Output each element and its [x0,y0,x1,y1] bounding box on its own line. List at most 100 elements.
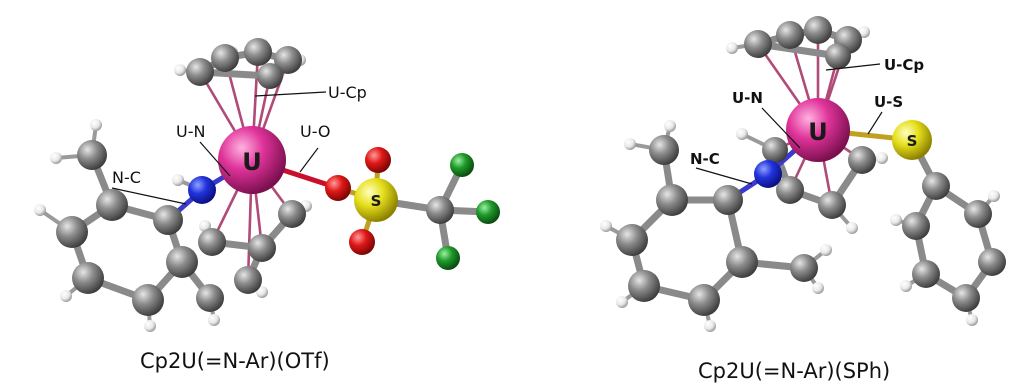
oxygen-atom [349,229,375,255]
hydrogen-atom [50,152,62,164]
hydrogen-atom [812,282,824,294]
carbon-atom [96,189,128,221]
carbon-atom [818,191,846,219]
carbon-atom [426,196,454,224]
aryl-ring [600,120,832,332]
fluorine-atom [450,153,474,177]
molecule-otf: U S U-Cp U-N U-O N-C Cp2U(=N-Ar)(OTf) [34,38,500,373]
carbon-atom [922,172,950,200]
carbon-atom [616,224,648,256]
carbon-atom [952,284,980,312]
bond-labels: U-Cp U-N U-O N-C [111,83,367,205]
carbon-atom [848,146,876,174]
uranium-symbol: U [242,148,262,176]
nitrogen-atom [188,176,216,204]
carbon-atom [713,185,743,215]
cp-top-ring [174,38,306,89]
carbon-atom [166,246,198,278]
carbon-atom [649,135,679,165]
carbon-atom [656,184,688,216]
uranium-atom [218,126,286,194]
fluorine-atom [476,200,500,224]
cp-bottom-ring [736,128,888,234]
carbon-atom [274,46,302,74]
oxygen-atom [365,147,391,173]
uranium-atom [786,98,850,162]
label-u-n: U-N [176,122,205,141]
label-u-n: U-N [732,89,763,107]
carbon-atom [244,38,272,66]
hydrogen-atom [988,190,1000,202]
carbon-atom [978,248,1006,276]
hydrogen-atom [846,222,858,234]
caption-sph: Cp2U(=N-Ar)(SPh) [698,359,890,383]
carbon-atom [912,260,940,288]
label-u-cp: U-Cp [328,83,367,102]
carbon-atom [790,254,818,282]
uranium-symbol: U [808,118,828,146]
carbon-atom [688,284,720,316]
label-n-c: N-C [690,150,720,168]
carbon-atom [234,266,262,294]
sulfur-atom [892,120,932,160]
hydrogen-atom [704,320,716,332]
sulfur-atom [354,178,398,222]
caption-otf: Cp2U(=N-Ar)(OTf) [140,349,330,373]
label-u-s: U-S [874,93,903,111]
hydrogen-atom [820,244,832,256]
phenylthio-group: S [890,120,1006,326]
carbon-atom [744,30,772,58]
hydrogen-atom [736,128,748,140]
carbon-atom [964,200,992,228]
sulfur-symbol: S [371,192,382,210]
aryl-ring [34,119,224,332]
hydrogen-atom [600,220,612,232]
label-u-o: U-O [300,122,331,141]
hydrogen-atom [616,296,628,308]
carbon-atom [726,246,758,278]
label-n-c: N-C [112,168,141,187]
sulfur-symbol: S [907,132,918,150]
carbon-atom [248,234,276,262]
hydrogen-atom [900,280,912,292]
carbon-atom [198,228,226,256]
fluorine-atom [436,246,460,270]
label-u-cp: U-Cp [884,56,924,74]
cp-top-ring [726,16,870,69]
carbon-atom [278,200,306,228]
bond-labels: U-Cp U-N U-S N-C [690,56,924,185]
hydrogen-atom [60,290,72,302]
carbon-atom [804,16,832,44]
oxygen-atom [325,175,351,201]
hydrogen-atom [876,152,888,164]
hydrogen-atom [624,138,636,150]
carbon-atom [257,63,283,89]
hydrogen-atom [34,204,46,216]
hydrogen-atom [174,64,186,76]
carbon-atom [211,44,239,72]
cp-bottom-ring [198,200,312,298]
hydrogen-atom [144,320,156,332]
hydrogen-atom [90,119,102,131]
carbon-atom [776,21,804,49]
carbon-atom [77,140,107,170]
hydrogen-atom [664,120,676,132]
carbon-atom [56,216,88,248]
carbon-atom [762,137,788,163]
carbon-atom [72,262,104,294]
hydrogen-atom [172,174,184,186]
carbon-atom [132,284,164,316]
hydrogen-atom [890,214,902,226]
hydrogen-atom [208,314,220,326]
carbon-atom [776,176,804,204]
nitrogen-atom [754,160,782,188]
carbon-atom [902,212,930,240]
carbon-atom [153,205,183,235]
hydrogen-atom [256,286,268,298]
carbon-atom [628,270,660,302]
carbon-atom [186,58,214,86]
carbon-atom [825,43,851,69]
hydrogen-atom [966,314,978,326]
hydrogen-atom [726,42,738,54]
